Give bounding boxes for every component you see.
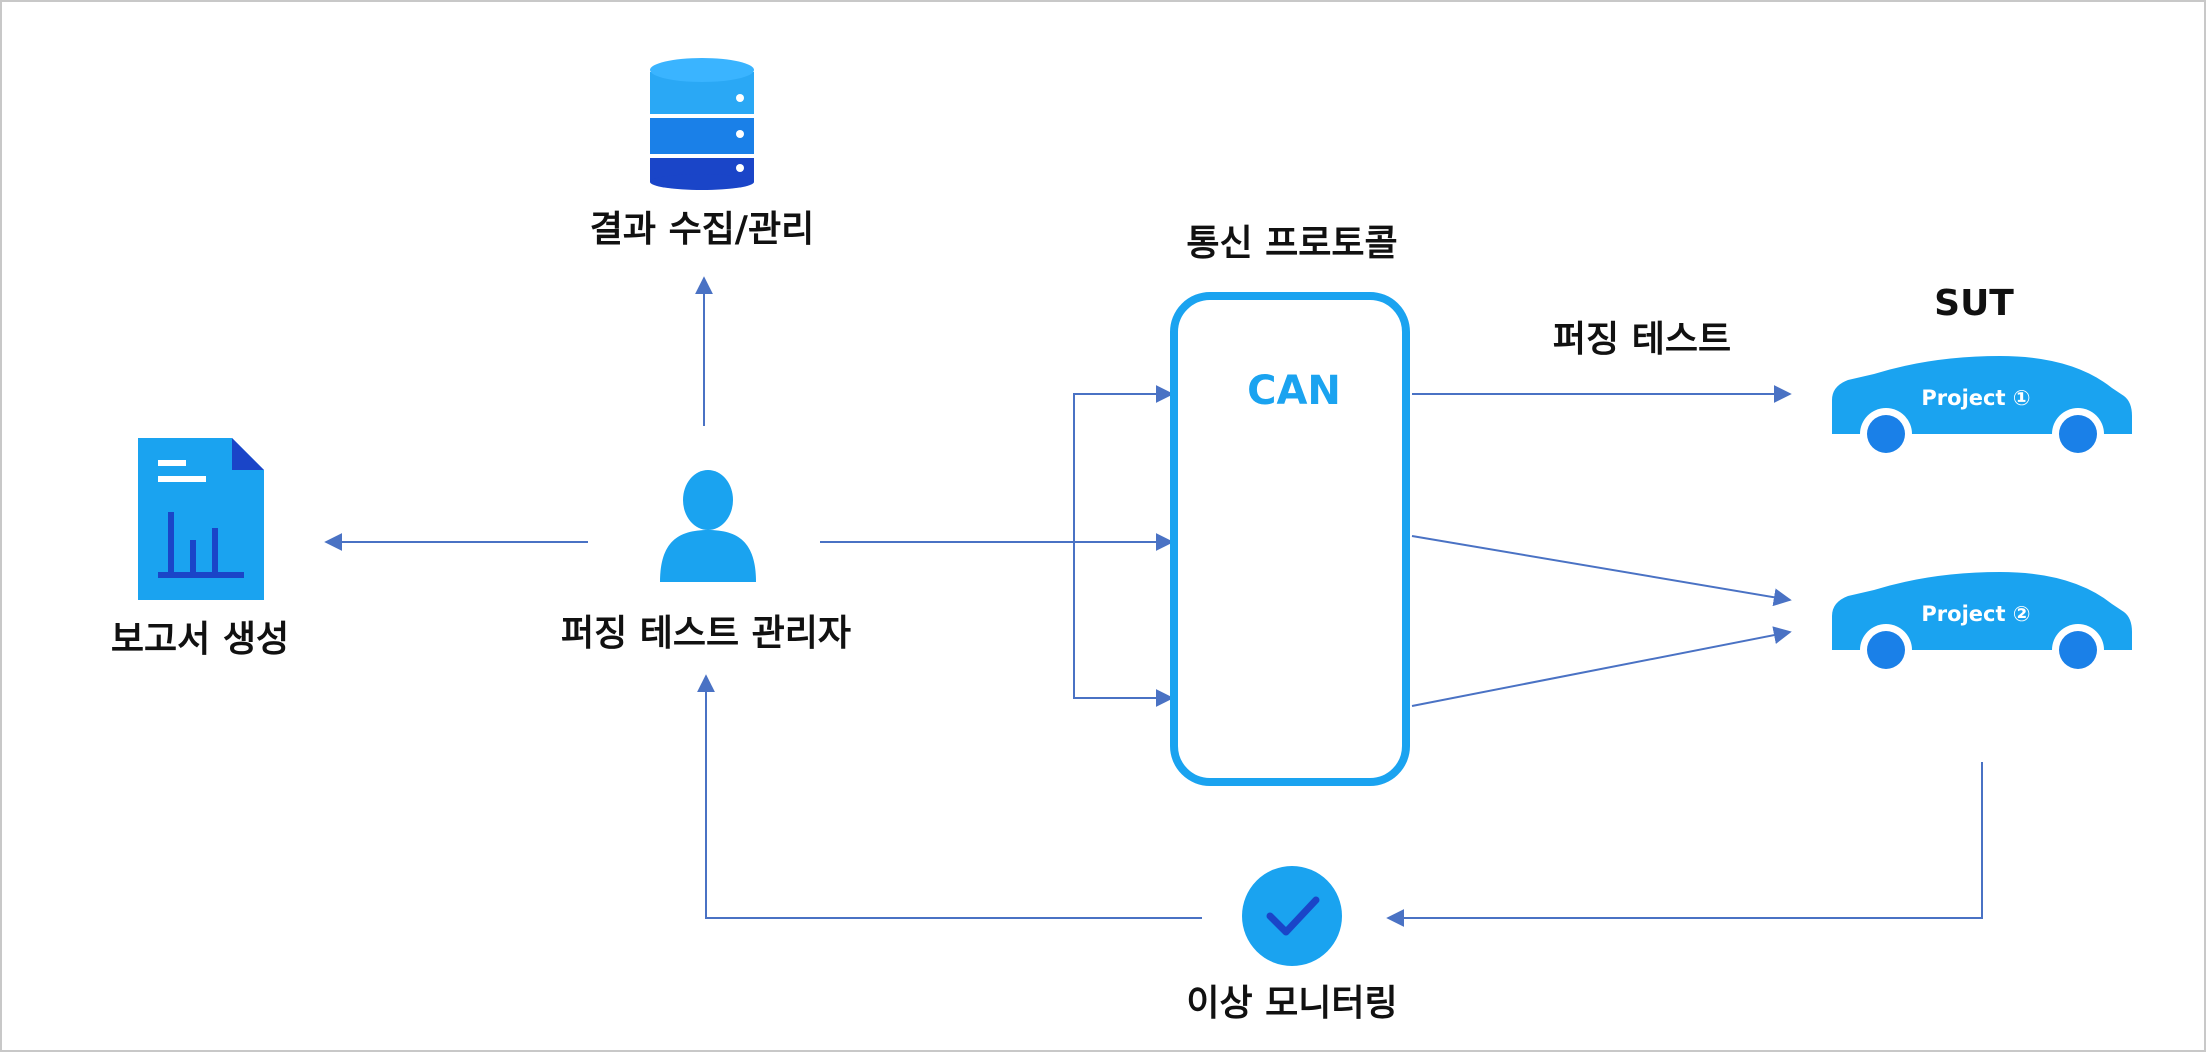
project2-label: Project ② [1921, 602, 2031, 626]
arrow-sut-to-monitor [1386, 762, 1983, 927]
arrow-bt-to-project2 [1411, 535, 1792, 607]
project1-label: Project ① [1921, 386, 2031, 410]
report-label: 보고서 생성 [110, 619, 290, 660]
protocol-bracket [1073, 393, 1172, 699]
arrow-monitor-to-manager [697, 674, 1202, 919]
protocol-box [1170, 292, 1410, 786]
fuzzing-label: 퍼징 테스트 [1552, 319, 1732, 360]
arrow-wifi-to-project2 [1411, 626, 1792, 707]
protocol-label: 통신 프로토콜 [1186, 223, 1398, 264]
sut-label: SUT [1934, 283, 2014, 324]
car-icon [1832, 356, 2132, 460]
report-document-icon [138, 438, 264, 600]
user-icon [660, 470, 756, 582]
car-icon [1832, 572, 2132, 676]
manager-label: 퍼징 테스트 관리자 [560, 613, 852, 654]
monitor-label: 이상 모니터링 [1186, 983, 1398, 1024]
check-circle-icon [1242, 866, 1342, 966]
database-icon [650, 58, 754, 190]
can-label: CAN [1247, 368, 1341, 414]
connector-lines [324, 276, 1983, 927]
result-label: 결과 수집/관리 [589, 209, 815, 250]
